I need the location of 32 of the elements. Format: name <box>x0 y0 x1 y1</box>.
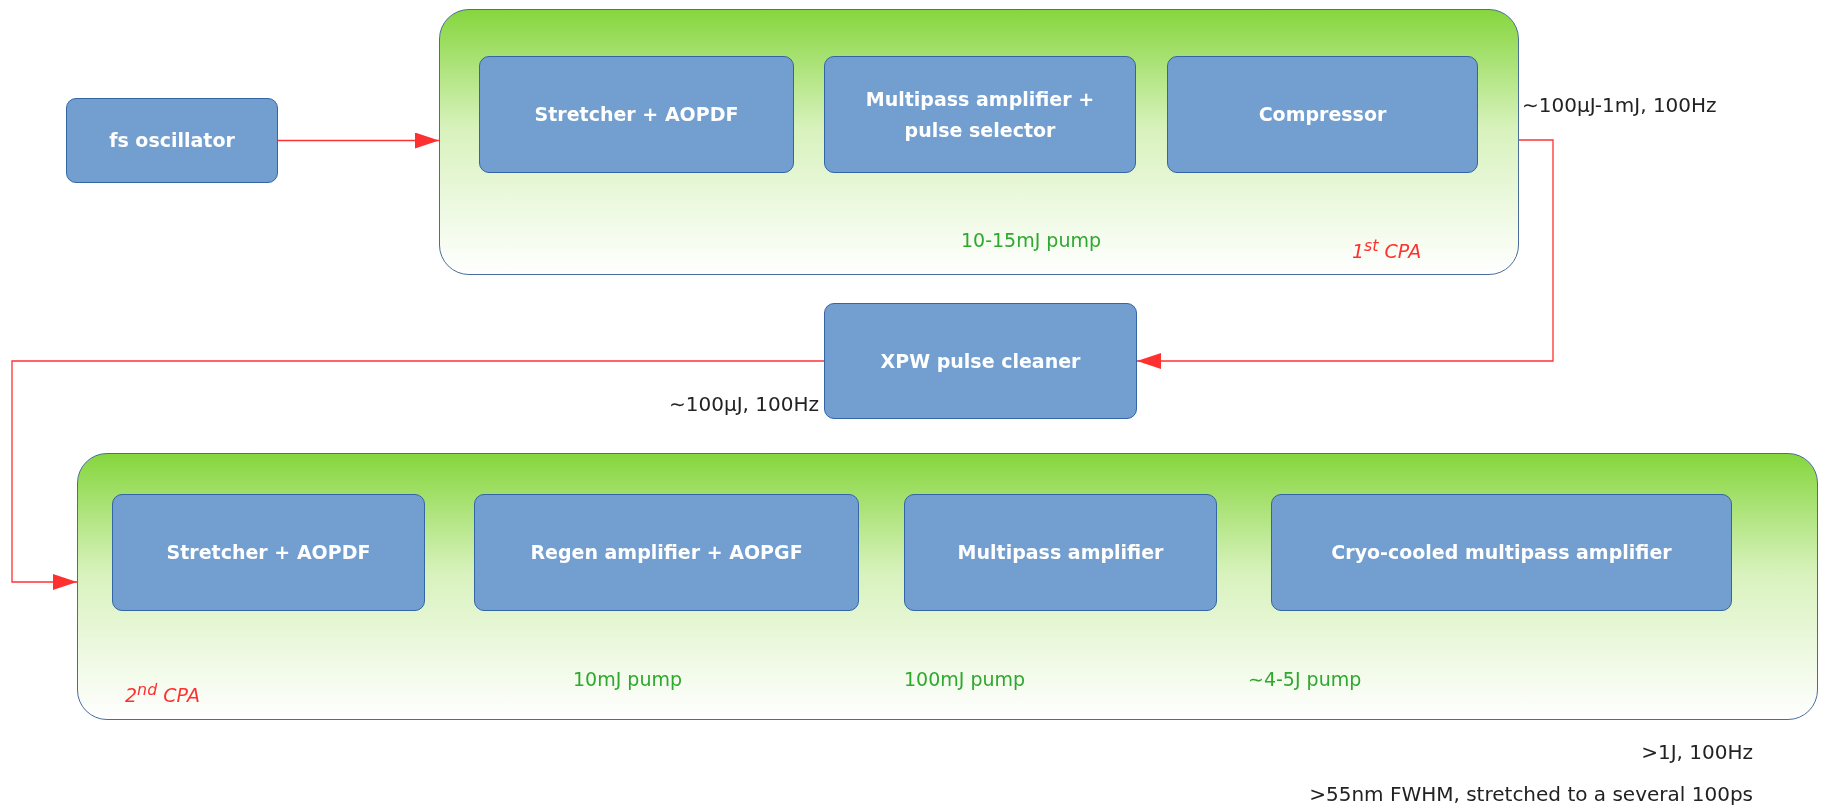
process-box <box>904 494 1217 611</box>
box-label: Cryo-cooled multipass amplifier <box>1331 540 1672 566</box>
process-box <box>1167 56 1478 173</box>
stage-panel <box>439 9 1519 275</box>
spec-label: >1J, 100Hz <box>1641 740 1753 764</box>
box-label: Compressor <box>1258 102 1387 128</box>
box-label: Stretcher + AOPDF <box>534 102 739 128</box>
box-label: Multipass amplifier <box>957 540 1164 566</box>
pump-label: 10-15mJ pump <box>961 229 1102 251</box>
arrow <box>277 132 440 149</box>
arrow <box>1136 139 1554 369</box>
pump-label: 10mJ pump <box>573 668 682 690</box>
process-box <box>1271 494 1732 611</box>
pump-label: 100mJ pump <box>904 668 1026 690</box>
process-box <box>474 494 859 611</box>
process-box <box>112 494 425 611</box>
box-label: Multipass amplifier + pulse selector <box>864 87 1096 143</box>
process-box <box>66 98 278 183</box>
stage-label: 1$^{st}$ CPA <box>1352 236 1422 263</box>
stage-panel <box>77 453 1818 720</box>
box-label: fs oscillator <box>109 128 235 154</box>
box-label: XPW pulse cleaner <box>880 348 1081 374</box>
box-label: Regen amplifier + AOPGF <box>530 540 803 566</box>
arrow <box>11 360 825 590</box>
process-box <box>479 56 794 173</box>
stage-label: 2$^{nd}$ CPA <box>125 680 200 707</box>
box-label: Stretcher + AOPDF <box>166 540 371 566</box>
spec-label: ∼100µJ-1mJ, 100Hz <box>1522 93 1717 117</box>
pump-label: ∼4-5J pump <box>1248 668 1362 690</box>
process-box <box>824 56 1136 173</box>
spec-label: >55nm FWHM, stretched to a several 100ps <box>1309 782 1753 806</box>
spec-label: ∼100µJ, 100Hz <box>669 392 819 416</box>
